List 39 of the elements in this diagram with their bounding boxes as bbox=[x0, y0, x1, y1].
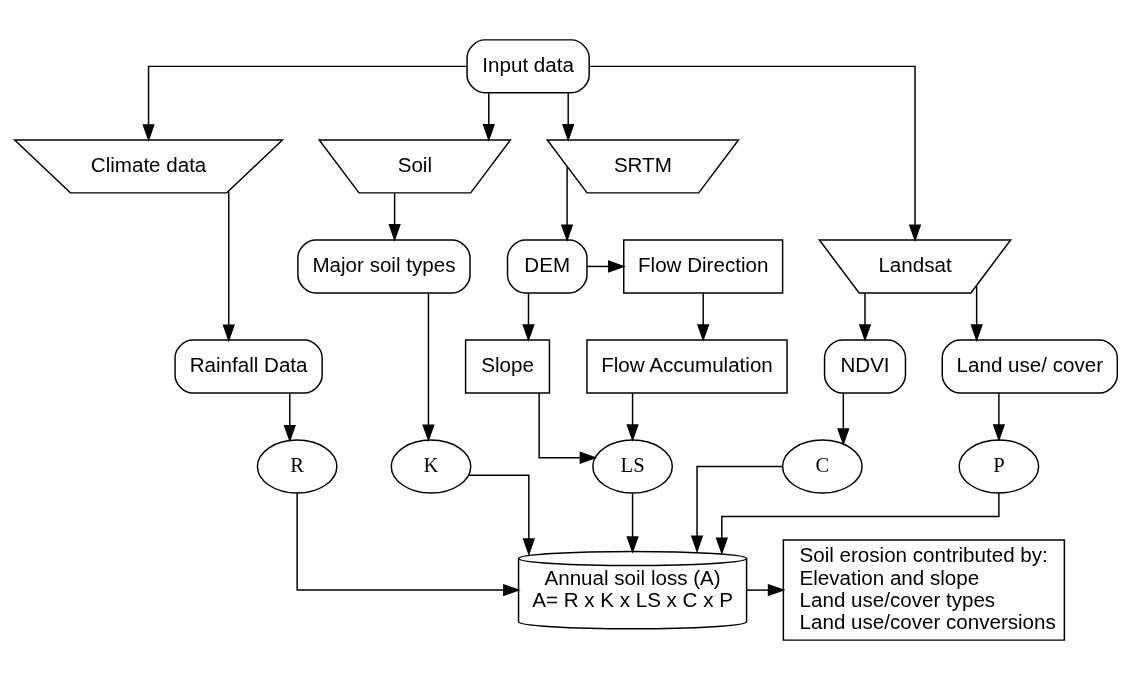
arrow bbox=[858, 292, 872, 342]
node-ellipse: C bbox=[781, 439, 863, 494]
node-box: Flow Direction bbox=[623, 239, 784, 294]
node-box: Rainfall Data bbox=[174, 339, 323, 394]
node-box: Major soil types bbox=[297, 239, 471, 294]
node-ellipse: P bbox=[958, 439, 1040, 494]
node-box: Slope bbox=[464, 339, 551, 394]
arrow bbox=[538, 392, 598, 464]
arrow bbox=[626, 392, 639, 442]
node-box: Soil erosion contributed by: Elevation and slope Land use/cover types Land use/cover conversions bbox=[782, 539, 1066, 641]
arrow bbox=[560, 165, 574, 243]
arrow bbox=[626, 492, 639, 554]
arrow bbox=[586, 260, 626, 273]
arrow bbox=[746, 583, 786, 597]
arrow bbox=[690, 465, 783, 554]
node-box: Flow Accumulation bbox=[586, 339, 788, 394]
arrow bbox=[970, 285, 983, 342]
arrow bbox=[715, 492, 1000, 556]
arrow bbox=[296, 492, 521, 597]
node-box: Input data bbox=[466, 39, 590, 94]
arrow bbox=[222, 190, 235, 343]
node-ellipse: K bbox=[390, 439, 472, 494]
node-ellipse: LS bbox=[592, 439, 674, 494]
arrow bbox=[467, 474, 536, 556]
arrow bbox=[992, 392, 1006, 442]
arrow bbox=[562, 92, 575, 142]
arrow bbox=[522, 292, 535, 342]
arrow bbox=[837, 392, 850, 446]
arrow bbox=[482, 92, 495, 142]
arrow bbox=[422, 292, 435, 443]
node-box: Land use/ cover bbox=[941, 339, 1119, 394]
node-box: DEM bbox=[506, 239, 588, 294]
node-ellipse: R bbox=[256, 439, 338, 494]
arrow bbox=[588, 65, 922, 243]
arrow bbox=[388, 192, 401, 242]
arrow bbox=[142, 65, 468, 142]
node-box: NDVI bbox=[823, 339, 907, 394]
arrow bbox=[697, 292, 710, 342]
arrow bbox=[283, 392, 296, 443]
